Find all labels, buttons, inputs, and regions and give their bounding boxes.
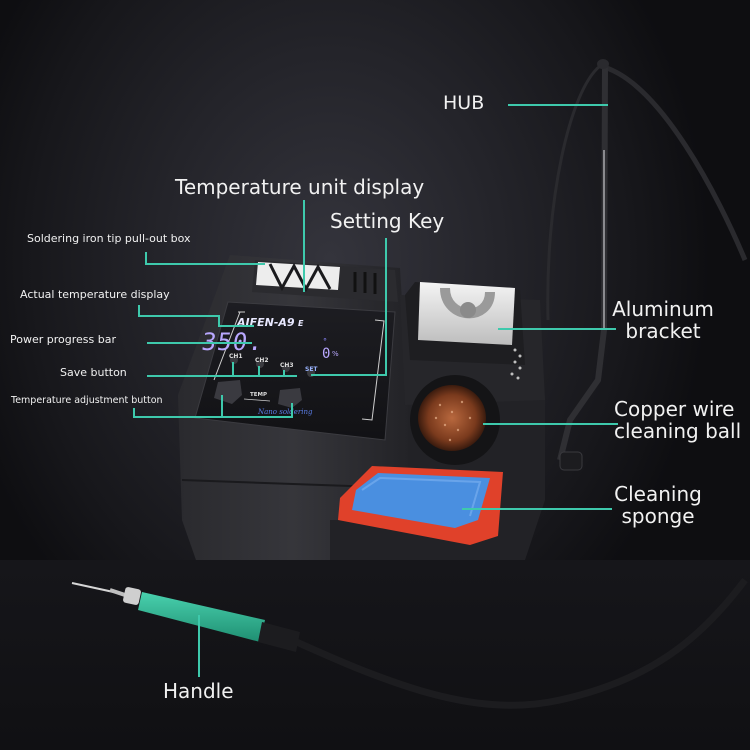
tip-box-callout-line-h [145,263,265,265]
svg-text:TEMP: TEMP [250,392,267,398]
sponge-callout-line [462,508,612,510]
svg-text:SET: SET [305,366,318,373]
tip-pullout-box-label: Soldering iron tip pull-out box [27,232,191,245]
copper-ball-callout-line [483,423,618,425]
svg-text:CH3: CH3 [280,362,294,369]
svg-text:°: ° [323,337,327,346]
actual-temp-callout-line-v2 [218,315,220,327]
power-bar-callout-line [147,342,252,344]
actual-temp-callout-line-h2 [218,325,254,327]
setting-key-callout-line-h [311,374,387,376]
save-button-label: Save button [60,366,127,379]
hub-label: HUB [443,92,485,114]
aluminum-bracket-callout-line [498,328,616,330]
sponge-line2: sponge [621,504,695,528]
svg-text:0: 0 [322,346,330,362]
power-progress-bar-label: Power progress bar [10,333,116,346]
sponge-line1: Cleaning [614,482,702,506]
svg-text:%: % [332,350,339,358]
save-ch3-drop [283,370,285,376]
copper-ball-label: Copper wire cleaning ball [614,398,741,442]
save-ch1-drop [232,362,234,376]
aluminum-bracket-line2: bracket [625,319,701,343]
tip-box-callout-line-v [145,252,147,265]
actual-temperature-display-label: Actual temperature display [20,288,170,301]
svg-text:Nano soldering: Nano soldering [257,408,313,416]
aluminum-bracket-line1: Aluminum [612,297,714,321]
cleaning-sponge-label: Cleaning sponge [608,483,708,527]
svg-text:CH1: CH1 [229,353,243,360]
brand-text: AIFEN-A9 [236,316,295,329]
hub-callout-line [508,104,608,106]
handle-callout-line [198,615,200,677]
temp-adjust-right-drop [291,403,293,417]
temperature-unit-callout-line [303,200,305,292]
setting-key-label: Setting Key [330,209,445,233]
save-ch2-drop [258,366,260,376]
save-button-callout-line [147,375,297,377]
setting-key-callout-line-v [385,238,387,376]
actual-temp-callout-line-v [138,305,140,317]
temp-adjust-left-drop [221,395,223,417]
temperature-adjustment-button-label: Temperature adjustment button [11,395,163,406]
temperature-unit-display-label: Temperature unit display [175,175,425,199]
actual-temp-callout-line-h1 [138,315,218,317]
copper-ball-line2: cleaning ball [614,419,742,443]
svg-text:CH2: CH2 [255,357,269,364]
temp-adjust-callout-line-h [133,416,293,418]
svg-text:E: E [298,319,304,328]
copper-ball-line1: Copper wire [614,397,735,421]
temp-adjust-callout-line-v [133,408,135,418]
handle-label: Handle [163,679,234,703]
aluminum-bracket-label: Aluminum bracket [608,298,718,342]
